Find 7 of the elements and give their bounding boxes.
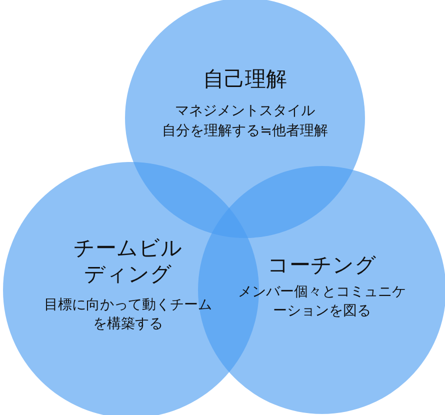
- circle-title: コーチング: [266, 252, 378, 278]
- circle-description: 目標に向かって動くチームを構築する: [43, 296, 213, 334]
- circle-title: チームビルディング: [72, 235, 184, 288]
- circle-description: 自分を理解する≒他者理解: [161, 122, 329, 141]
- circle-title: 自己理解: [202, 66, 288, 92]
- circle-description: マネジメントスタイル: [174, 102, 316, 121]
- circle-description: メンバー個々とコミュニケーションを図る: [237, 283, 407, 321]
